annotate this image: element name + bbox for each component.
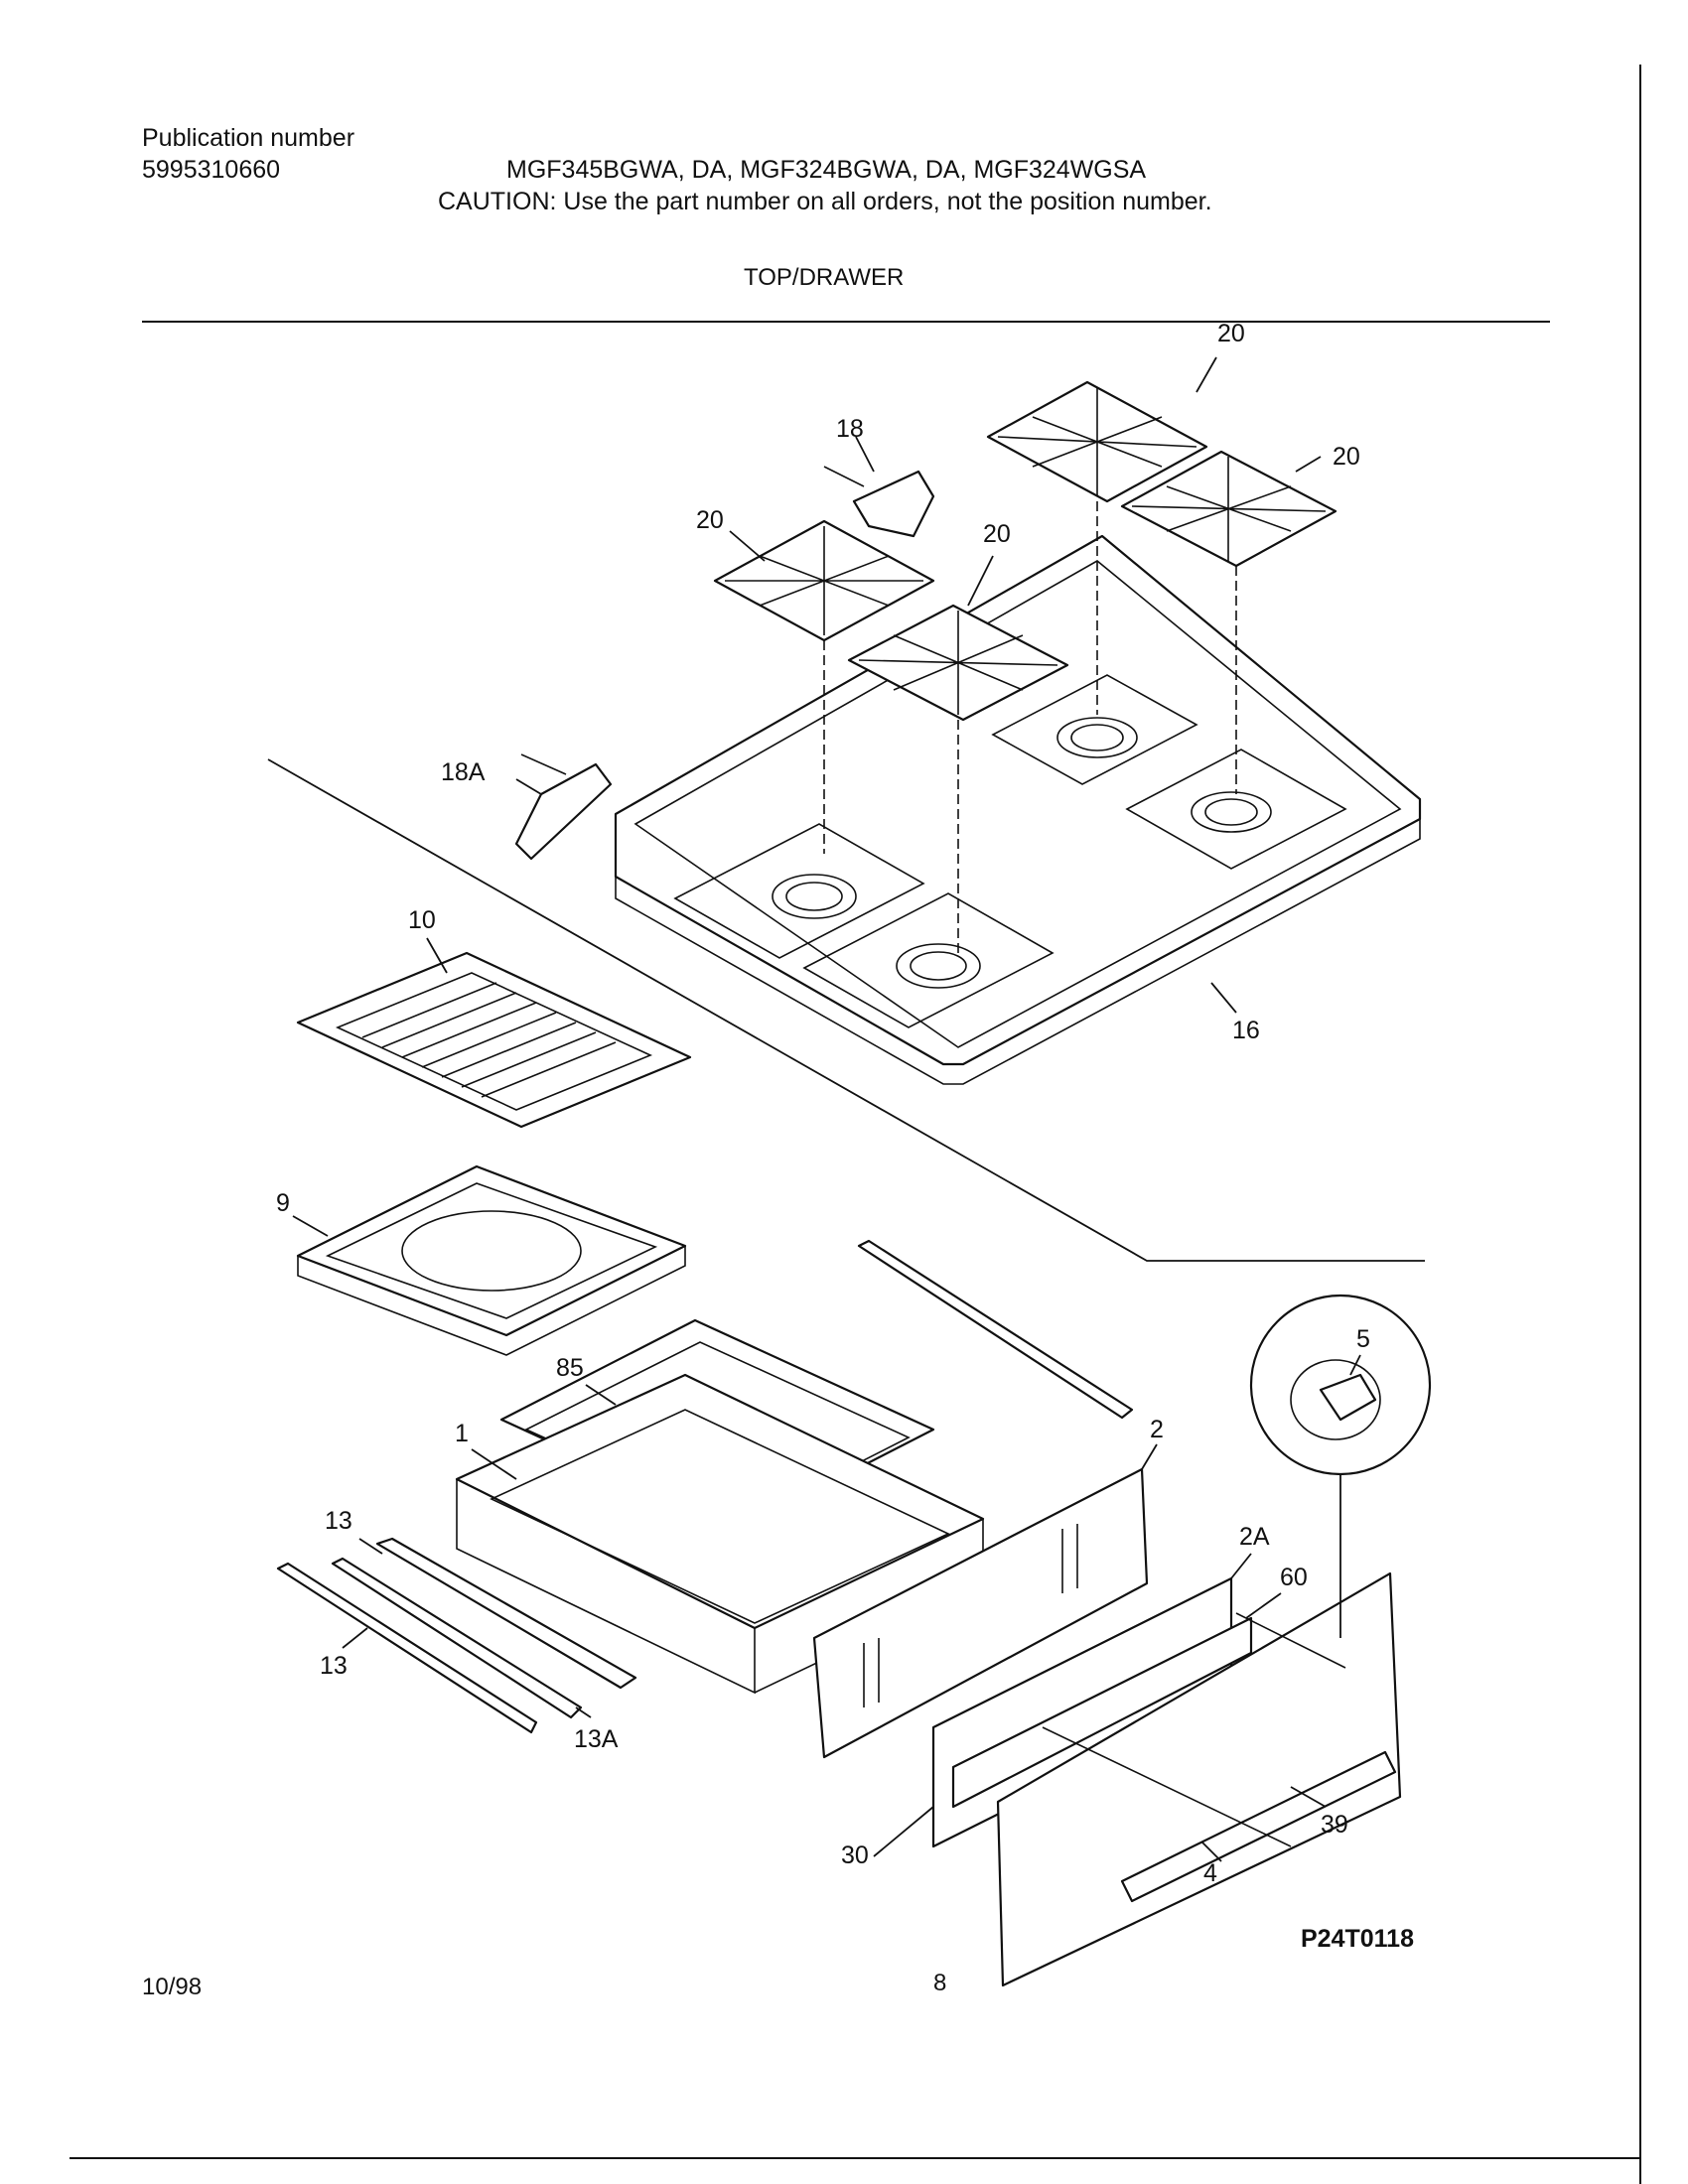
callout-screw-60: 60 <box>1280 1564 1308 1591</box>
cooktop-assembly <box>614 534 1422 1085</box>
drawer-front-assembly <box>931 1571 1402 1987</box>
drawing-code: P24T0118 <box>1301 1925 1414 1953</box>
section-divider-line <box>267 758 1425 1262</box>
callout-panel-2a: 2A <box>1239 1523 1270 1551</box>
drawer-body <box>455 1373 985 1695</box>
callout-handle-39: 39 <box>1321 1811 1348 1839</box>
publication-label: Publication number <box>142 124 355 152</box>
cooktop-hinges <box>514 466 935 861</box>
leader-lines <box>292 356 1361 1862</box>
callout-drawer-body-1: 1 <box>455 1420 469 1447</box>
knob-detail <box>1249 1294 1432 1638</box>
callout-grate-20d: 20 <box>983 520 1011 548</box>
bottom-border <box>70 2157 1641 2159</box>
burner-grates <box>713 380 1337 953</box>
callout-rail-13-lower: 13 <box>320 1652 348 1680</box>
callout-grate-20b: 20 <box>1333 443 1360 471</box>
callout-drawer-front-4: 4 <box>1203 1859 1217 1887</box>
broiler-grid <box>296 951 692 1129</box>
callout-broiler-grid-10: 10 <box>408 906 436 934</box>
callout-spacer-30: 30 <box>841 1842 869 1869</box>
drawer-back <box>812 1467 1149 1759</box>
callout-slide-13a: 13A <box>574 1725 619 1753</box>
callout-labels: 20 20 18 20 20 18A 10 16 9 5 85 1 2 13 2… <box>276 320 1370 1887</box>
callout-hinge-18a: 18A <box>441 758 486 786</box>
callout-grate-20a: 20 <box>1217 320 1245 347</box>
callout-rail-13-upper: 13 <box>325 1507 352 1535</box>
page-number: 8 <box>933 1970 947 1996</box>
section-title: TOP/DRAWER <box>744 264 905 291</box>
callout-knob-5: 5 <box>1356 1325 1370 1353</box>
callout-drawer-back-2: 2 <box>1150 1416 1164 1443</box>
header-rule <box>142 321 1550 323</box>
revision-date: 10/98 <box>142 1974 203 2000</box>
callout-cooktop-16: 16 <box>1232 1017 1260 1044</box>
broiler-pan <box>296 1164 687 1356</box>
callout-broiler-pan-9: 9 <box>276 1189 290 1217</box>
model-numbers: MGF345BGWA, DA, MGF324BGWA, DA, MGF324WG… <box>506 156 1147 184</box>
drawer-rails <box>276 1239 1134 1734</box>
caution-note: CAUTION: Use the part number on all orde… <box>438 188 1212 215</box>
callout-hinge-18: 18 <box>836 415 864 443</box>
callout-rack-85: 85 <box>556 1354 584 1382</box>
callout-grate-20c: 20 <box>696 506 724 534</box>
publication-number: 5995310660 <box>142 156 281 184</box>
right-border <box>1639 65 1641 2184</box>
